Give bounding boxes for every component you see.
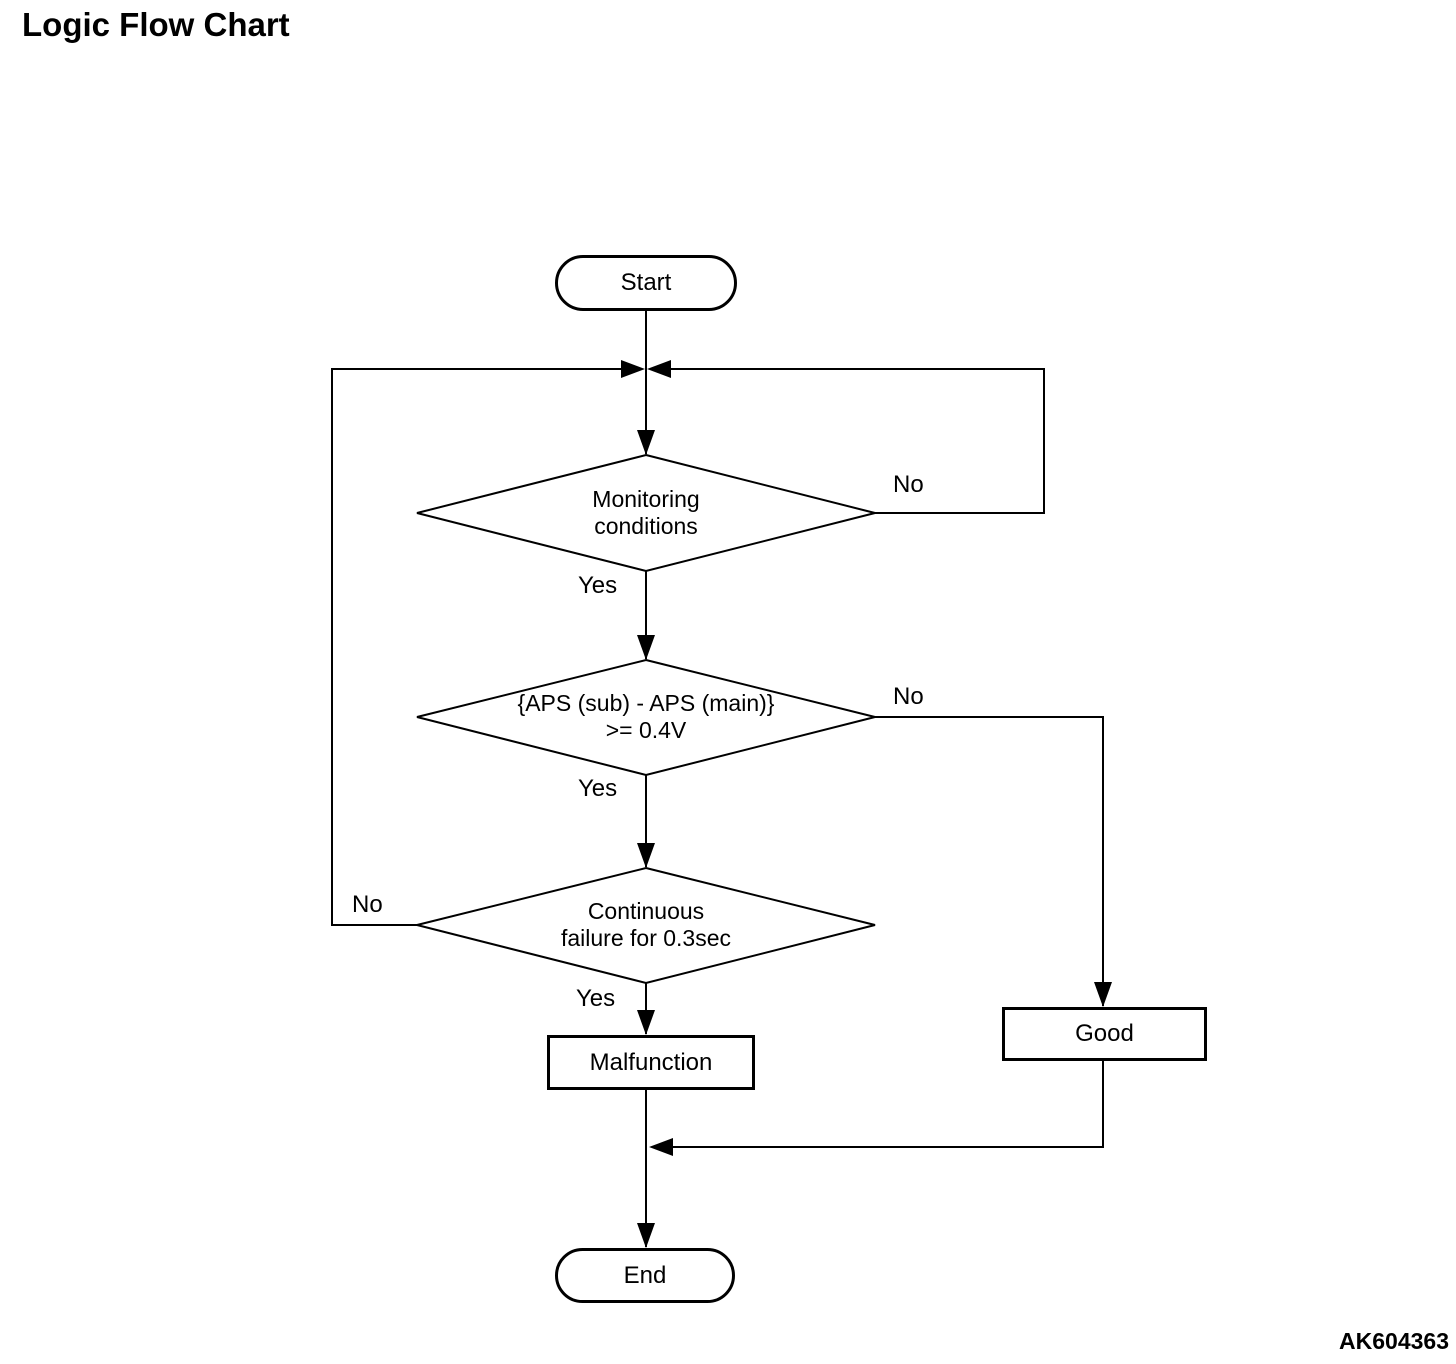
malfunction-box: Malfunction — [547, 1035, 755, 1090]
edge-continuous-no-loop — [331, 368, 622, 926]
malfunction-label: Malfunction — [589, 1048, 713, 1076]
figure-code: AK604363 — [1339, 1328, 1449, 1354]
arrowhead-into-continuous-failure — [637, 843, 655, 868]
branch-label-monitoring-no: No — [893, 471, 924, 498]
end-label: End — [623, 1261, 667, 1289]
edge-monitoring-no-loop — [670, 368, 1045, 514]
edge-good-to-merge — [672, 1061, 1104, 1148]
page-title: Logic Flow Chart — [22, 6, 290, 43]
decision-shapes — [416, 453, 876, 985]
arrowhead-into-good — [1094, 982, 1112, 1007]
edge-lines — [331, 311, 1104, 1247]
branch-label-continuous-yes: Yes — [576, 985, 616, 1012]
branch-label-aps-no: No — [893, 683, 924, 710]
good-label: Good — [1075, 1020, 1134, 1047]
arrowheads — [621, 360, 1112, 1248]
good-box: Good — [1002, 1007, 1207, 1061]
branch-label-aps-yes: Yes — [578, 775, 618, 802]
edge-aps-no-to-good — [875, 716, 1104, 1006]
decision-diamond-aps-diff — [416, 658, 876, 777]
arrowhead-merge-from-good — [649, 1138, 673, 1156]
decision-diamond-monitoring — [416, 453, 876, 573]
arrowhead-into-monitoring — [637, 430, 655, 455]
arrowhead-junction-from-right — [647, 360, 671, 378]
start-terminal: Start — [555, 255, 737, 311]
arrowhead-junction-from-left — [621, 360, 645, 378]
arrowhead-into-aps-diff — [637, 635, 655, 660]
decision-label-continuous-failure: Continuous failure for 0.3sec — [560, 898, 732, 951]
arrowhead-into-malfunction — [637, 1010, 655, 1035]
start-label: Start — [620, 269, 672, 296]
decision-label-aps-diff: {APS (sub) - APS (main)} >= 0.4V — [517, 690, 775, 743]
branch-label-monitoring-yes: Yes — [578, 572, 618, 599]
decision-label-monitoring: Monitoring conditions — [592, 486, 700, 539]
end-terminal: End — [555, 1248, 735, 1303]
decision-diamond-continuous-failure — [416, 866, 876, 985]
branch-label-continuous-no: No — [352, 891, 383, 918]
arrowhead-into-end — [637, 1223, 655, 1248]
